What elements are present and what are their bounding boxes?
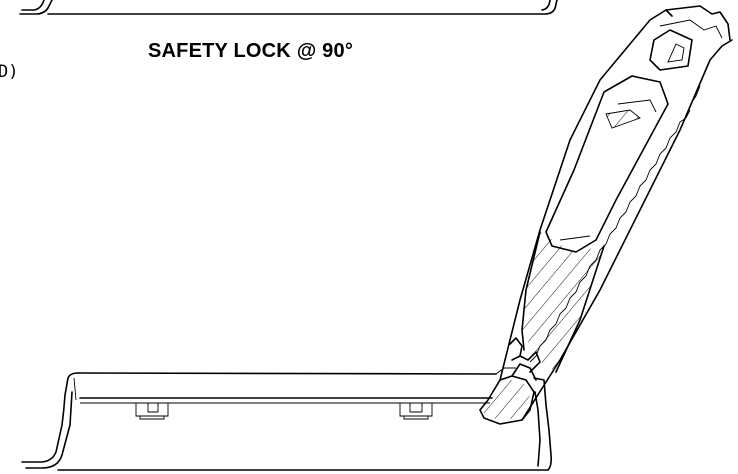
drawing-title: SAFETY LOCK @ 90° [148,40,354,62]
cropped-label-text: D) [0,62,19,82]
upper-tray-edge [19,0,558,15]
tray-base [21,367,552,471]
hinge-section [479,367,535,425]
lid-raised [499,5,733,421]
clip-left [135,403,169,420]
clip-right [399,403,433,420]
